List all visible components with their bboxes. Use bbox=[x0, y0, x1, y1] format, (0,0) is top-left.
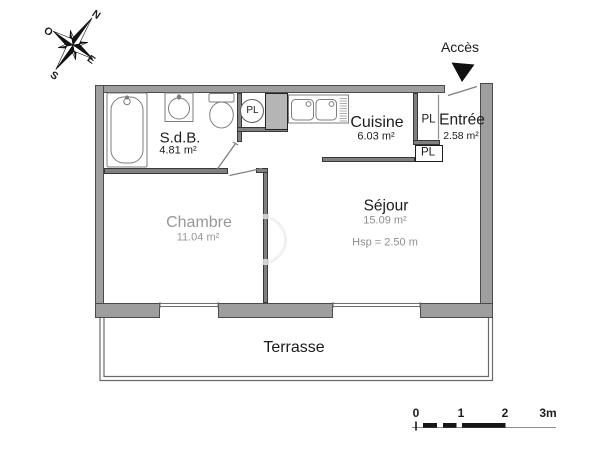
wall-bottom-middle bbox=[218, 303, 333, 318]
bathtub-icon bbox=[106, 92, 148, 168]
scale-3: 3m bbox=[539, 406, 557, 420]
wall-exterior-left bbox=[95, 85, 104, 317]
scale-0: 0 bbox=[412, 406, 420, 420]
door-leaf-lines bbox=[213, 85, 478, 177]
scale-bar bbox=[412, 421, 556, 431]
bedroom-name: Chambre bbox=[166, 214, 232, 231]
window-lines bbox=[159, 302, 421, 308]
watermark bbox=[262, 214, 288, 265]
scale-1: 1 bbox=[457, 406, 465, 420]
terrace-outline bbox=[99, 318, 494, 382]
washbasin-icon bbox=[164, 92, 194, 122]
bathroom-name: S.d.B. bbox=[159, 129, 201, 147]
wall-kitchen-bottom bbox=[322, 157, 415, 162]
living-closet-box bbox=[415, 145, 443, 162]
bathroom-area: 4.81 m² bbox=[159, 144, 197, 157]
pl-circle-icon bbox=[239, 98, 265, 124]
entrance-name: Entrée bbox=[439, 111, 485, 129]
compass-rose-icon bbox=[53, 17, 93, 70]
toilet-icon bbox=[208, 93, 235, 129]
bathroom-closet-label: PL bbox=[246, 105, 259, 116]
scale-2: 2 bbox=[501, 406, 509, 420]
access-arrow-icon bbox=[451, 62, 475, 82]
wall-bottom-left bbox=[95, 303, 160, 318]
wall-bathroom-right bbox=[237, 93, 242, 142]
living-closet-label: PL bbox=[420, 146, 436, 159]
wall-bottom-right bbox=[420, 303, 493, 318]
bedroom-area: 11.04 m² bbox=[176, 231, 220, 244]
kitchen-name: Cuisine bbox=[350, 114, 404, 131]
entrance-area: 2.58 m² bbox=[443, 129, 479, 142]
entrance-closet-label: PL bbox=[421, 113, 436, 126]
wall-exterior-right bbox=[480, 83, 493, 317]
wall-bedroom-living bbox=[263, 168, 268, 303]
kitchen-sink-icon bbox=[288, 94, 349, 124]
wall-end-cap bbox=[256, 168, 268, 173]
living-room-area: 15.09 m² bbox=[363, 214, 407, 227]
living-room-height: Hsp = 2.50 m bbox=[352, 236, 418, 249]
kitchen-area: 6.03 m² bbox=[357, 130, 395, 143]
wall-exterior-top bbox=[95, 85, 445, 93]
living-room-name: Séjour bbox=[363, 197, 409, 215]
terrace-name: Terrasse bbox=[263, 339, 325, 356]
wall-kitchen-right bbox=[413, 93, 418, 145]
wall-pl-bottom bbox=[237, 127, 288, 132]
technical-shaft bbox=[265, 93, 288, 130]
wall-bathroom-bottom bbox=[104, 168, 228, 174]
access-label: Accès bbox=[440, 39, 480, 55]
wall-closet-bottom bbox=[413, 140, 440, 145]
